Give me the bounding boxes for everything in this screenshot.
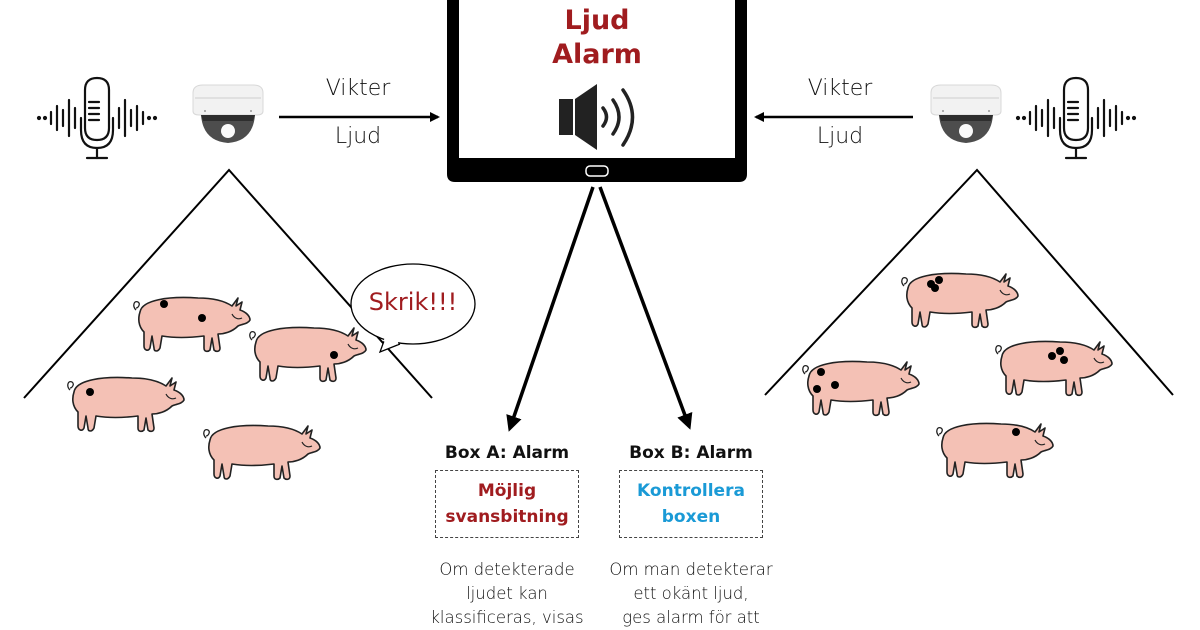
pig-spot: [1056, 347, 1064, 355]
left-pig-3: [67, 376, 185, 433]
speech-bubble-text: Skrik!!!: [368, 288, 458, 316]
box-a-description: Om detekterade ljudet kan klassificeras,…: [412, 558, 602, 630]
box-a-desc-line1: Om detekterade: [439, 560, 575, 579]
right-camera-icon: [930, 84, 1002, 144]
left-arrow-label-bottom: Ljud: [334, 124, 382, 149]
tablet-home-button: [585, 165, 609, 177]
pig-spot: [160, 300, 168, 308]
pig-spot: [817, 368, 825, 376]
pig-spot: [813, 385, 821, 393]
pig-spot: [1012, 428, 1020, 436]
right-pig-4: [936, 422, 1054, 479]
pig-spot: [831, 381, 839, 389]
left-camera-icon: [192, 84, 264, 144]
box-b-alarm-line1: Kontrollera: [637, 481, 745, 501]
left-pig-2: [249, 326, 367, 383]
right-microphone-icon: [1015, 76, 1137, 160]
box-b-alarm: Kontrollera boxen: [619, 470, 763, 538]
tablet-title-line1: Ljud: [564, 5, 630, 36]
left-pig-4: [203, 424, 321, 481]
arrow-to-box-b: [598, 186, 693, 430]
arrow-to-box-a: [506, 186, 595, 432]
box-b-description: Om man detekterar ett okänt ljud, ges al…: [596, 558, 786, 630]
box-b-heading: Box B: Alarm: [629, 443, 753, 463]
right-arrow-label-top: Vikter: [807, 76, 873, 101]
pig-spot: [931, 284, 939, 292]
box-a-alarm-line2: svansbitning: [445, 507, 569, 527]
right-pig-3: [995, 340, 1113, 397]
left-pig-1: [133, 296, 251, 353]
box-a-desc-line3: klassificeras, visas: [430, 608, 584, 627]
box-a-alarm: Möjlig svansbitning: [435, 470, 579, 538]
left-arrow-label-top: Vikter: [325, 76, 391, 101]
tablet-title-line2: Alarm: [552, 39, 642, 70]
left-microphone-icon: [36, 76, 158, 160]
box-b-desc-line2: ett okänt ljud,: [633, 584, 749, 603]
box-b-alarm-line2: boxen: [661, 507, 721, 527]
pig-spot: [86, 388, 94, 396]
box-b-desc-line3: ges alarm för att: [622, 608, 760, 627]
box-a-desc-line2: ljudet kan: [466, 584, 548, 603]
right-camera-view-lines: [764, 168, 1174, 396]
box-a-heading: Box A: Alarm: [444, 443, 570, 463]
pig-spot: [198, 314, 206, 322]
box-b-desc-line1: Om man detekterar: [609, 560, 773, 579]
right-pig-2: [802, 360, 920, 417]
speech-bubble: [350, 263, 476, 354]
right-arrow-label-bottom: Ljud: [816, 124, 864, 149]
pig-spot: [935, 276, 943, 284]
pig-spot: [1048, 352, 1056, 360]
box-a-alarm-line1: Möjlig: [477, 481, 537, 501]
pig-spot: [330, 351, 338, 359]
pig-spot: [1060, 356, 1068, 364]
right-pig-1: [901, 272, 1019, 329]
speaker-sound-icon: [559, 84, 635, 150]
